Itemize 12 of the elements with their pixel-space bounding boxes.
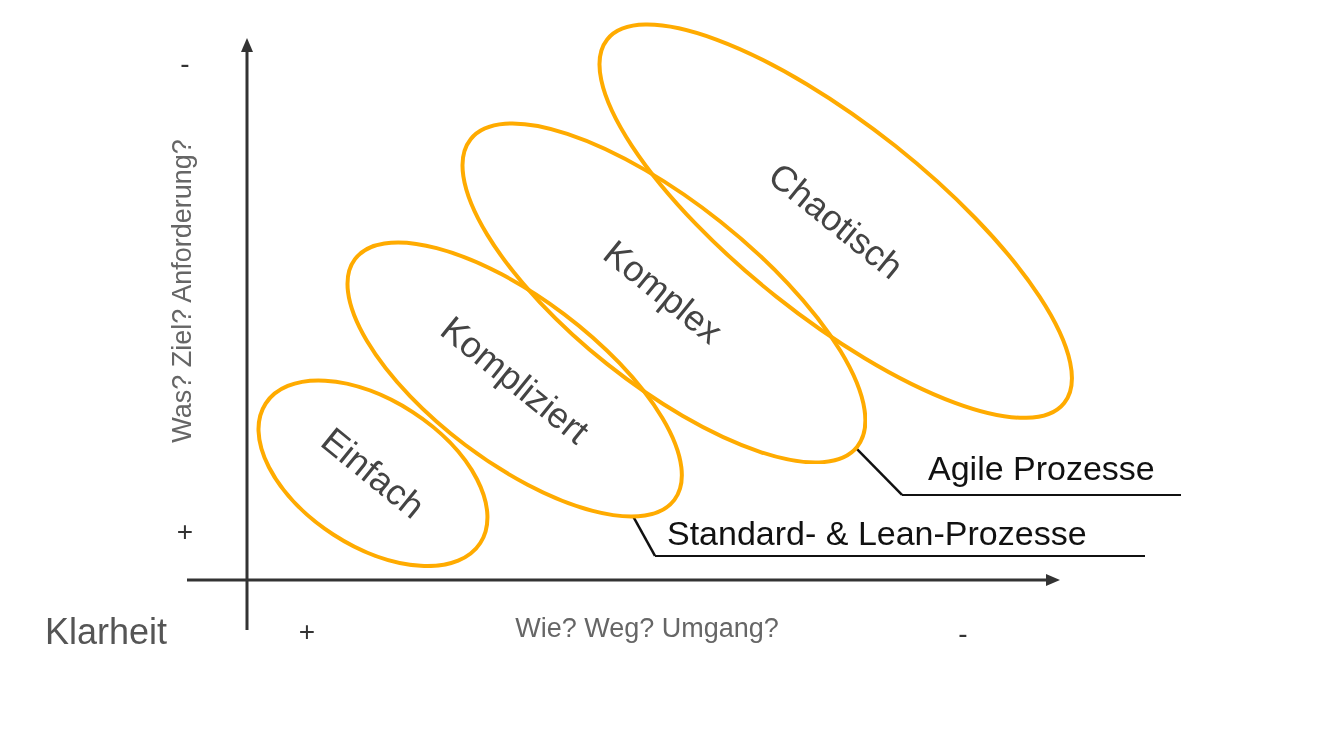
axis-title: Wie? Weg? Umgang? bbox=[515, 614, 779, 642]
domain-ellipse bbox=[597, 22, 1075, 421]
axis-pole-label: - bbox=[958, 620, 968, 648]
leader-line bbox=[632, 516, 657, 557]
axis-pole-label: - bbox=[180, 50, 190, 78]
axis-pole-label: + bbox=[176, 518, 194, 546]
callout-label: Standard- & Lean-Prozesse bbox=[655, 511, 1145, 557]
axis-caption: Klarheit bbox=[44, 614, 168, 650]
axis-title: Was? Ziel? Anforderung? bbox=[168, 139, 196, 443]
axis-pole-label: + bbox=[298, 618, 316, 646]
leader-line bbox=[854, 446, 903, 496]
callout-label: Agile Prozesse bbox=[902, 446, 1181, 496]
